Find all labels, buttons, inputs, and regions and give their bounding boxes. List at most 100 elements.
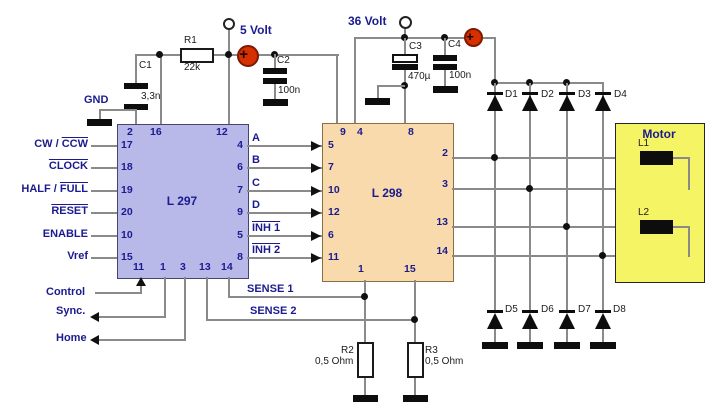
wire [274, 84, 276, 99]
wire [494, 82, 604, 84]
v36-label: 36 Volt [348, 14, 387, 28]
wire [354, 37, 356, 124]
input-label-reset: RESET [0, 205, 88, 217]
resistor-body [357, 342, 374, 378]
junction-dot [526, 79, 533, 86]
l297-pin-left: 18 [121, 161, 133, 173]
arrow-left-icon [90, 335, 99, 345]
junction-dot [563, 223, 570, 230]
arrow-right-icon [311, 253, 321, 263]
capacitor-plate [263, 78, 287, 84]
junction-dot [441, 34, 448, 41]
wire [377, 85, 405, 87]
d3-label: D3 [578, 89, 591, 100]
l297-pin-right: 6 [237, 161, 243, 173]
l298-pin-bottom: 15 [404, 263, 416, 275]
wire [364, 378, 366, 396]
wire [688, 226, 690, 257]
diode-icon [522, 95, 538, 111]
wire [602, 83, 604, 311]
c4-value: 100n [449, 70, 472, 81]
control-label: Control [46, 286, 86, 298]
wire [494, 83, 496, 311]
diode-icon [595, 313, 611, 329]
wire [91, 145, 117, 147]
wire [247, 257, 322, 259]
wire [140, 285, 142, 293]
l297-pin-left: 19 [121, 184, 133, 196]
wire [673, 226, 690, 228]
l298-pin-right: 14 [436, 245, 448, 257]
signal-label-c: C [252, 177, 260, 189]
capacitor-plate [392, 64, 418, 70]
l298-pin-top: 9 [340, 126, 346, 138]
label-text-overlined: INH 2 [252, 244, 281, 256]
l297-chip [117, 124, 249, 279]
ground-symbol [554, 342, 580, 349]
wire [566, 83, 568, 311]
wire [494, 37, 496, 83]
l297-pin-right: 9 [237, 206, 243, 218]
wire [414, 378, 416, 396]
wire [452, 255, 690, 257]
wire [160, 54, 162, 124]
l297-pin-bottom: 11 [133, 261, 145, 273]
wire [135, 54, 137, 83]
arrow-left-icon [90, 312, 99, 322]
arrow-right-icon [311, 141, 321, 151]
d7-label: D7 [578, 304, 591, 315]
l297-pin-bottom: 1 [160, 261, 166, 273]
l298-pin-right: 13 [436, 216, 448, 228]
label-text-overlined: CCW [61, 138, 88, 150]
wire [404, 29, 406, 38]
c4-ref: C4 [448, 39, 461, 50]
c2-value: 100n [278, 85, 301, 96]
wire [673, 157, 690, 159]
label-text-overlined: RESET [51, 205, 88, 217]
r3-ref: R3 [425, 345, 438, 356]
wire [99, 316, 165, 318]
capacitor-plate [433, 55, 457, 61]
wire [99, 109, 137, 111]
l297-name: L 297 [166, 194, 198, 208]
ground-symbol [433, 86, 458, 93]
input-label-vref: Vref [0, 250, 88, 262]
l298-name: L 298 [371, 186, 403, 200]
l297-pin-left: 10 [121, 229, 133, 241]
ground-symbol [482, 342, 508, 349]
wire [529, 329, 531, 343]
d4-label: D4 [614, 89, 627, 100]
junction-dot [526, 185, 533, 192]
arrow-up-icon [136, 277, 146, 286]
plus-glyph: + [466, 29, 474, 44]
signal-label-b: B [252, 154, 260, 166]
diode-cathode-bar [559, 310, 575, 313]
label-text: CW / [34, 138, 62, 150]
ground-symbol [403, 395, 428, 402]
wire [452, 188, 690, 190]
diode-cathode-bar [595, 92, 611, 95]
l298-pin-left: 6 [328, 229, 334, 241]
diode-icon [487, 95, 503, 111]
arrow-right-icon [311, 231, 321, 241]
r1-ref: R1 [184, 35, 197, 46]
plus-node-icon: + [237, 45, 259, 67]
wire [99, 339, 185, 341]
sense2-label: SENSE 2 [250, 305, 297, 317]
wire [91, 190, 117, 192]
junction-dot [563, 79, 570, 86]
r3-value: 0,5 Ohm [425, 356, 464, 367]
d5-label: D5 [505, 304, 518, 315]
wire [247, 145, 322, 147]
plus-node-icon: + [464, 28, 483, 47]
signal-label-inh2: INH 2 [252, 244, 280, 256]
label-text-overlined: CLOCK [48, 160, 88, 172]
diode-cathode-bar [487, 92, 503, 95]
wire [228, 296, 366, 298]
l298-pin-bottom: 1 [358, 263, 364, 275]
ground-symbol [353, 395, 378, 402]
motor-title: Motor [642, 127, 676, 141]
ground-symbol [590, 342, 616, 349]
l298-pin-left: 11 [328, 251, 340, 263]
